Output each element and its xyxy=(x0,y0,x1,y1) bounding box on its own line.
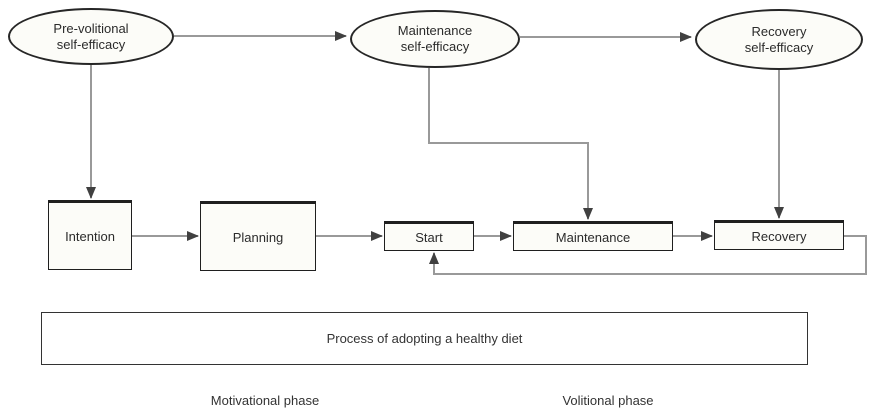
process-caption-box: Process of adopting a healthy diet xyxy=(41,312,808,365)
node-label-line: Maintenance xyxy=(397,23,473,38)
node-label: Recovery xyxy=(751,228,807,244)
node-label-line: Recovery xyxy=(751,23,807,39)
phase-label-text: Motivational phase xyxy=(210,393,320,408)
phase-label-text: Volitional phase xyxy=(562,393,654,408)
node-start: Start xyxy=(384,221,474,251)
volitional-phase-label: Volitional phase xyxy=(498,393,718,408)
process-caption-text: Process of adopting a healthy diet xyxy=(326,331,523,346)
node-maintenance: Maintenance xyxy=(513,221,673,251)
arrow-maintenance-efficacy-to-maintenance xyxy=(428,68,593,220)
node-intention: Intention xyxy=(48,200,132,270)
node-label: Intention xyxy=(65,228,115,244)
node-prevolitional-self-efficacy: Pre-volitional self-efficacy xyxy=(8,8,174,65)
node-label: Planning xyxy=(232,229,284,245)
node-label-line: self-efficacy xyxy=(400,39,470,54)
node-recovery: Recovery xyxy=(714,220,844,250)
node-planning: Planning xyxy=(200,201,316,271)
node-label-line: Pre-volitional xyxy=(53,20,129,36)
arrow-recovery-loop-to-start xyxy=(429,235,867,275)
node-maintenance-self-efficacy: Maintenance self-efficacy xyxy=(350,10,520,68)
node-label-line: self-efficacy xyxy=(744,39,814,55)
node-label: Start xyxy=(415,229,443,245)
node-label: Maintenance xyxy=(555,229,631,245)
motivational-phase-label: Motivational phase xyxy=(155,393,375,408)
node-recovery-self-efficacy: Recovery self-efficacy xyxy=(695,9,863,70)
node-label-line: self-efficacy xyxy=(56,36,126,52)
